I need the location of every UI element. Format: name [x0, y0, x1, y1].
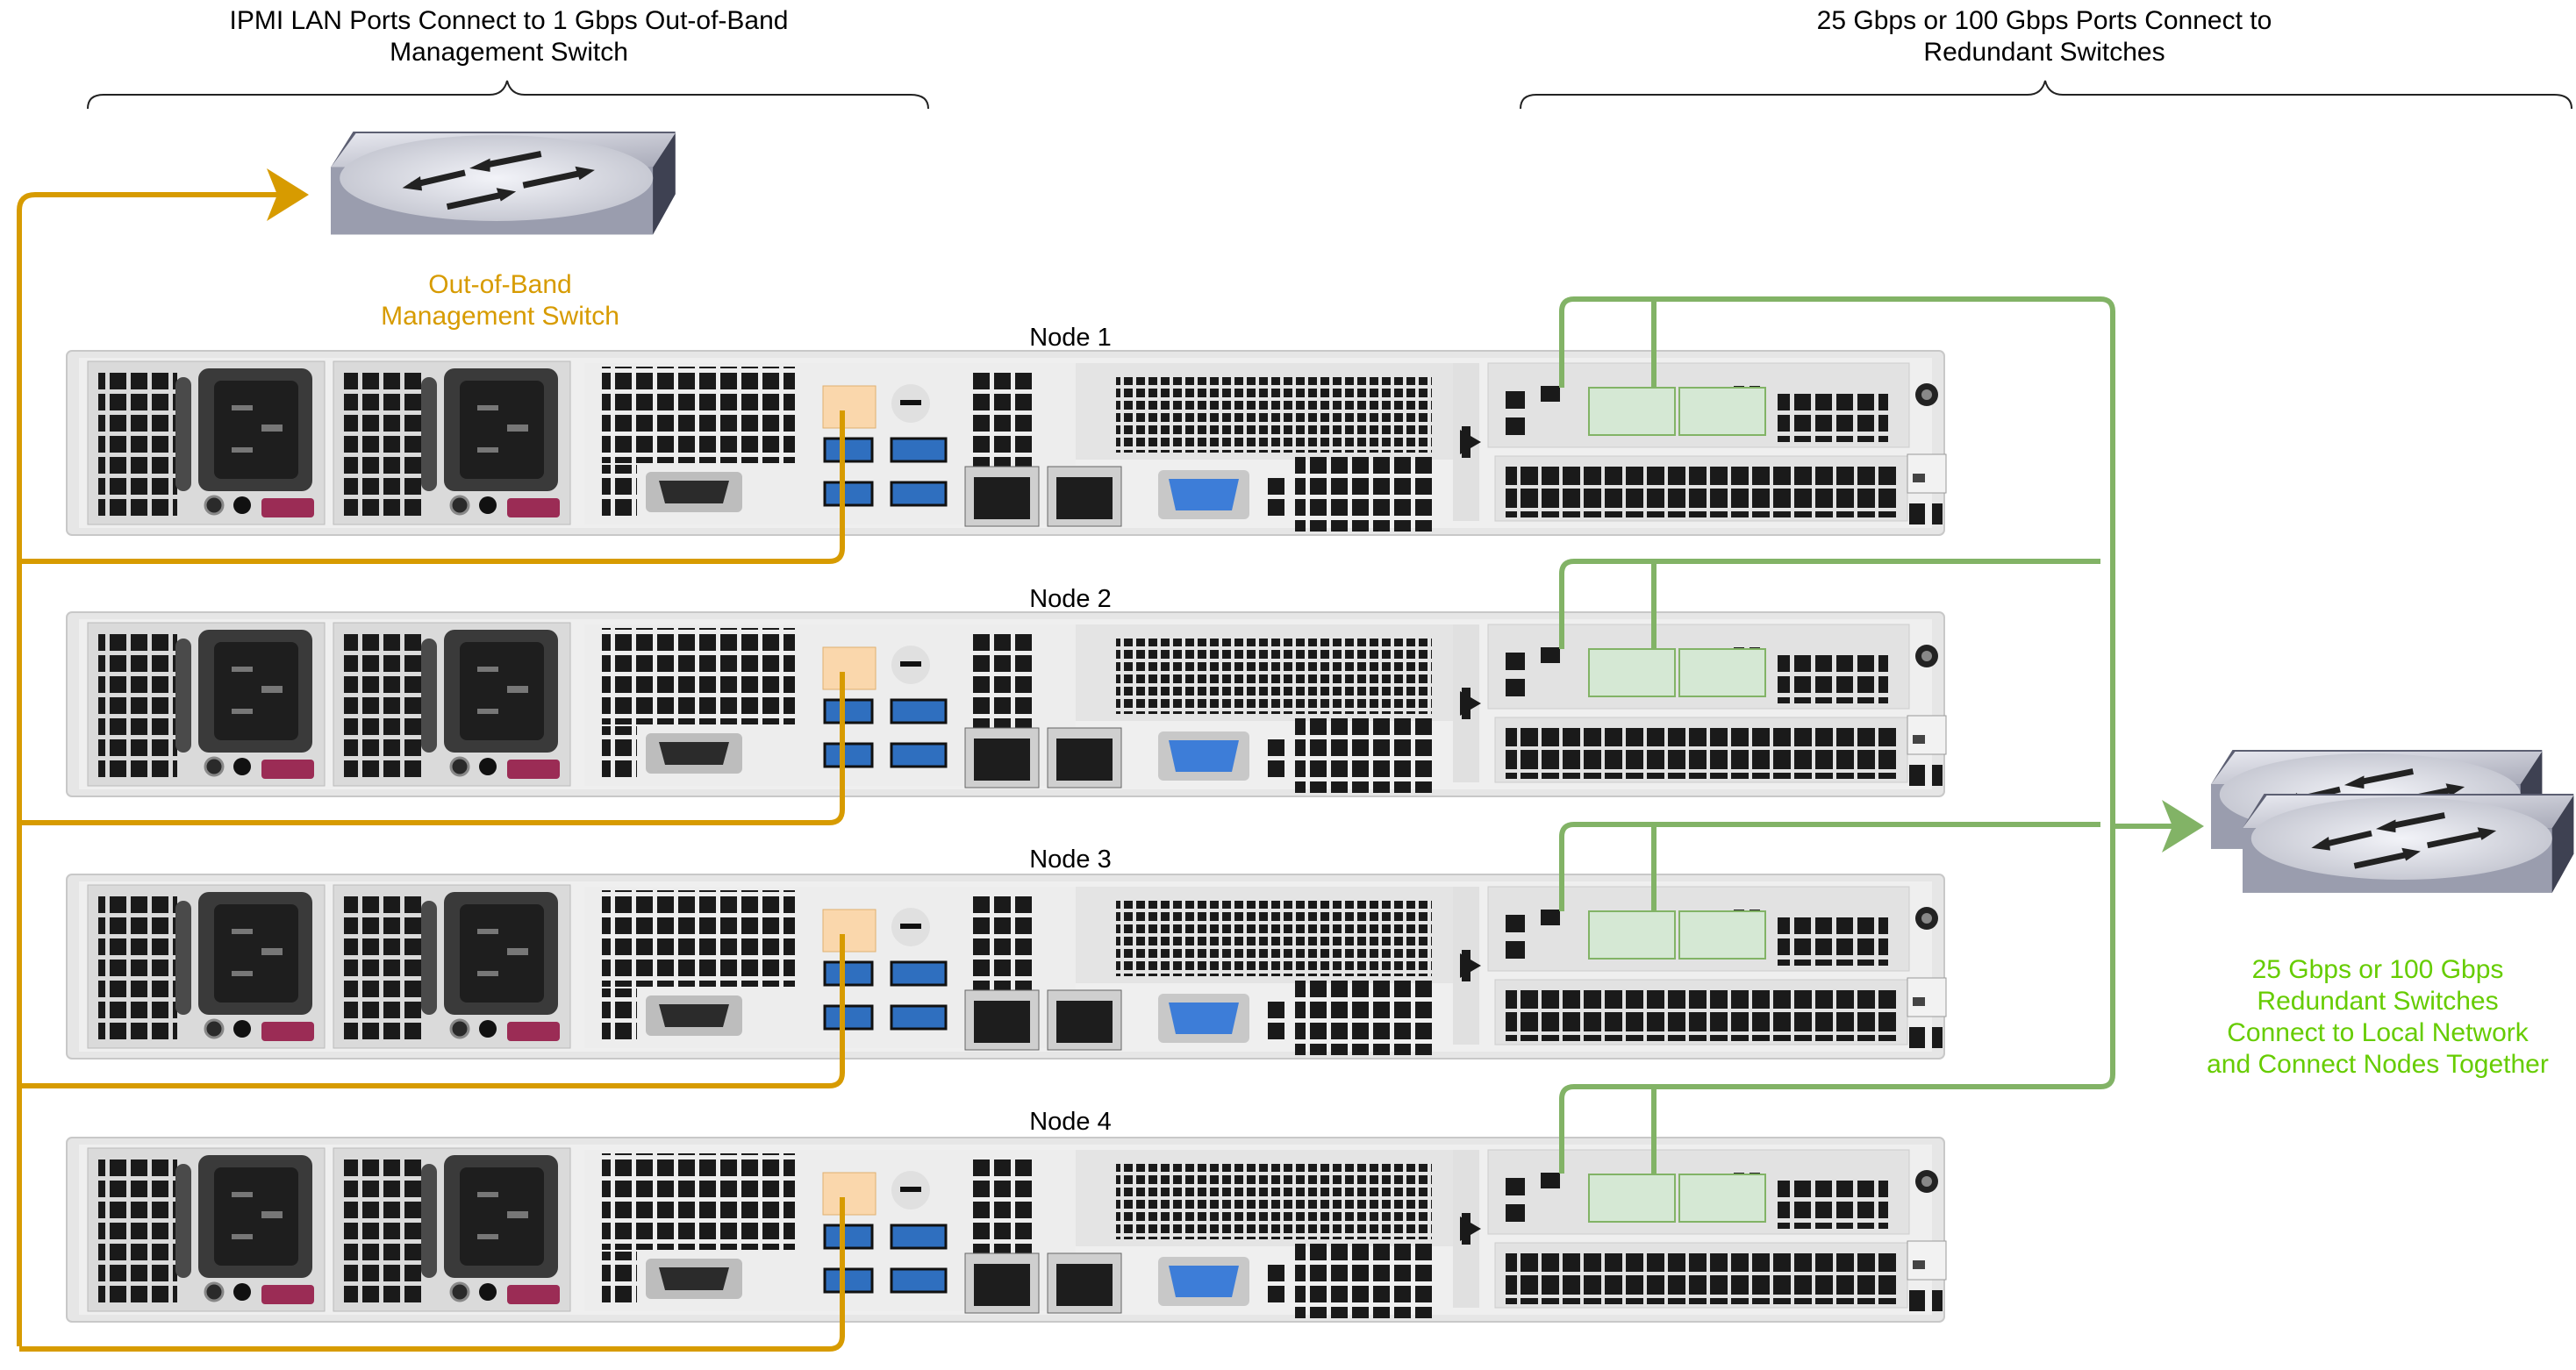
- data-brace: [1520, 80, 2572, 110]
- oob-management-switch-icon: [331, 132, 676, 234]
- server-node-4: [65, 1136, 1948, 1324]
- ipmi-cables: [17, 168, 845, 1352]
- ipmi-header-label: IPMI LAN Ports Connect to 1 Gbps Out-of-…: [132, 5, 886, 68]
- data-header-line2: Redundant Switches: [1923, 38, 2165, 67]
- ipmi-header-line1: IPMI LAN Ports Connect to 1 Gbps Out-of-…: [229, 6, 789, 35]
- oob-switch-label-line2: Management Switch: [381, 302, 619, 331]
- server-node-1: [65, 349, 1948, 537]
- redundant-switches-label: 25 Gbps or 100 Gbps Redundant Switches C…: [2193, 954, 2562, 1081]
- redundant-switch-icon-front: [2243, 794, 2573, 893]
- data-header-label: 25 Gbps or 100 Gbps Ports Connect to Red…: [1693, 5, 2395, 68]
- data-cables: [1559, 296, 2204, 1174]
- server-node-2: [65, 610, 1948, 798]
- oob-switch-label-line1: Out-of-Band: [428, 270, 572, 299]
- node-4-title: Node 4: [1029, 1108, 1112, 1136]
- redundant-switches-label-line1: 25 Gbps or 100 Gbps: [2251, 955, 2504, 984]
- redundant-switches-label-line4: and Connect Nodes Together: [2207, 1050, 2549, 1079]
- node-2-title: Node 2: [1029, 585, 1112, 613]
- ipmi-brace: [87, 80, 929, 110]
- server-node-3: [65, 873, 1948, 1060]
- redundant-switches-label-line2: Redundant Switches: [2257, 987, 2499, 1016]
- redundant-switches-label-line3: Connect to Local Network: [2227, 1018, 2529, 1047]
- node-1-title: Node 1: [1029, 324, 1112, 352]
- node-3-title: Node 3: [1029, 846, 1112, 874]
- oob-switch-label: Out-of-Band Management Switch: [342, 269, 658, 332]
- data-header-line1: 25 Gbps or 100 Gbps Ports Connect to: [1816, 6, 2272, 35]
- ipmi-header-line2: Management Switch: [390, 38, 628, 67]
